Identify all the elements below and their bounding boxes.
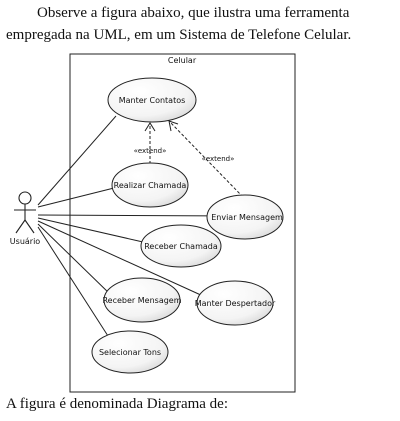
assoc-manter-despertador: [37, 220, 204, 297]
use-case-label-receber-chamada: Receber Chamada: [144, 242, 218, 251]
use-case-label-receber-mensagem: Receber Mensagem: [102, 296, 181, 305]
use-case-label-realizar-chamada: Realizar Chamada: [114, 181, 187, 190]
assoc-selecionar-tons: [37, 226, 109, 337]
system-name: Celular: [168, 56, 197, 65]
assoc-realizar-chamada: [37, 187, 115, 208]
use-case-realizar-chamada: [111, 162, 189, 208]
associations: [37, 115, 241, 337]
actor-label: Usuário: [10, 237, 41, 246]
use-case-enviar-mensagem: [206, 194, 284, 240]
use-case-receber-chamada: [140, 224, 222, 268]
use-case-manter-despertador: [196, 280, 274, 326]
system-boundary: [69, 53, 296, 393]
use-case-label-enviar-mensagem: Enviar Mensagem: [211, 213, 283, 222]
assoc-receber-chamada: [37, 217, 144, 243]
extend-arrowhead-2: [168, 120, 179, 132]
question-intro: Observe a figura abaixo, que ilustra uma…: [6, 5, 352, 43]
use-case-label-manter-contatos: Manter Contatos: [119, 96, 186, 105]
actor-figure: [14, 191, 36, 234]
use-case-label-manter-despertador: Manter Despertador: [195, 299, 276, 308]
use-case-manter-contatos: [107, 77, 197, 123]
extend-arrowhead-1: [144, 122, 156, 132]
extend-line-2: [169, 121, 244, 198]
assoc-enviar-mensagem: [37, 214, 241, 217]
extend-label-1: «extend»: [134, 147, 167, 155]
extend-label-2: «extend»: [202, 155, 235, 163]
extend-dependencies: [144, 120, 244, 198]
use-case-label-selecionar-tons: Selecionar Tons: [99, 348, 161, 357]
assoc-receber-mensagem: [37, 223, 113, 297]
question-outro: A figura é denominada Diagrama de:: [6, 396, 228, 412]
use-case-receber-mensagem: [103, 277, 181, 323]
assoc-manter-contatos: [37, 115, 117, 206]
use-case-selecionar-tons: [91, 330, 169, 374]
